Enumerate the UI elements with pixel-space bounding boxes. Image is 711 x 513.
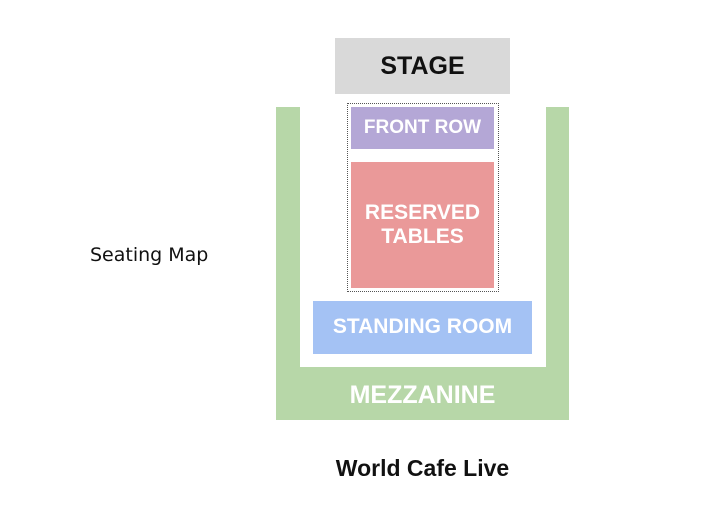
reserved-tables-section[interactable]: RESERVED TABLES bbox=[351, 162, 494, 288]
mezzanine-label: MEZZANINE bbox=[349, 380, 496, 409]
venue-name: World Cafe Live bbox=[335, 454, 510, 481]
selection-outline bbox=[347, 103, 499, 292]
standing-room-section[interactable]: STANDING ROOM bbox=[313, 301, 532, 354]
stage-section: STAGE bbox=[335, 38, 510, 94]
front-row-section[interactable]: FRONT ROW bbox=[351, 107, 494, 149]
seating-map-label: Seating Map bbox=[90, 244, 209, 266]
